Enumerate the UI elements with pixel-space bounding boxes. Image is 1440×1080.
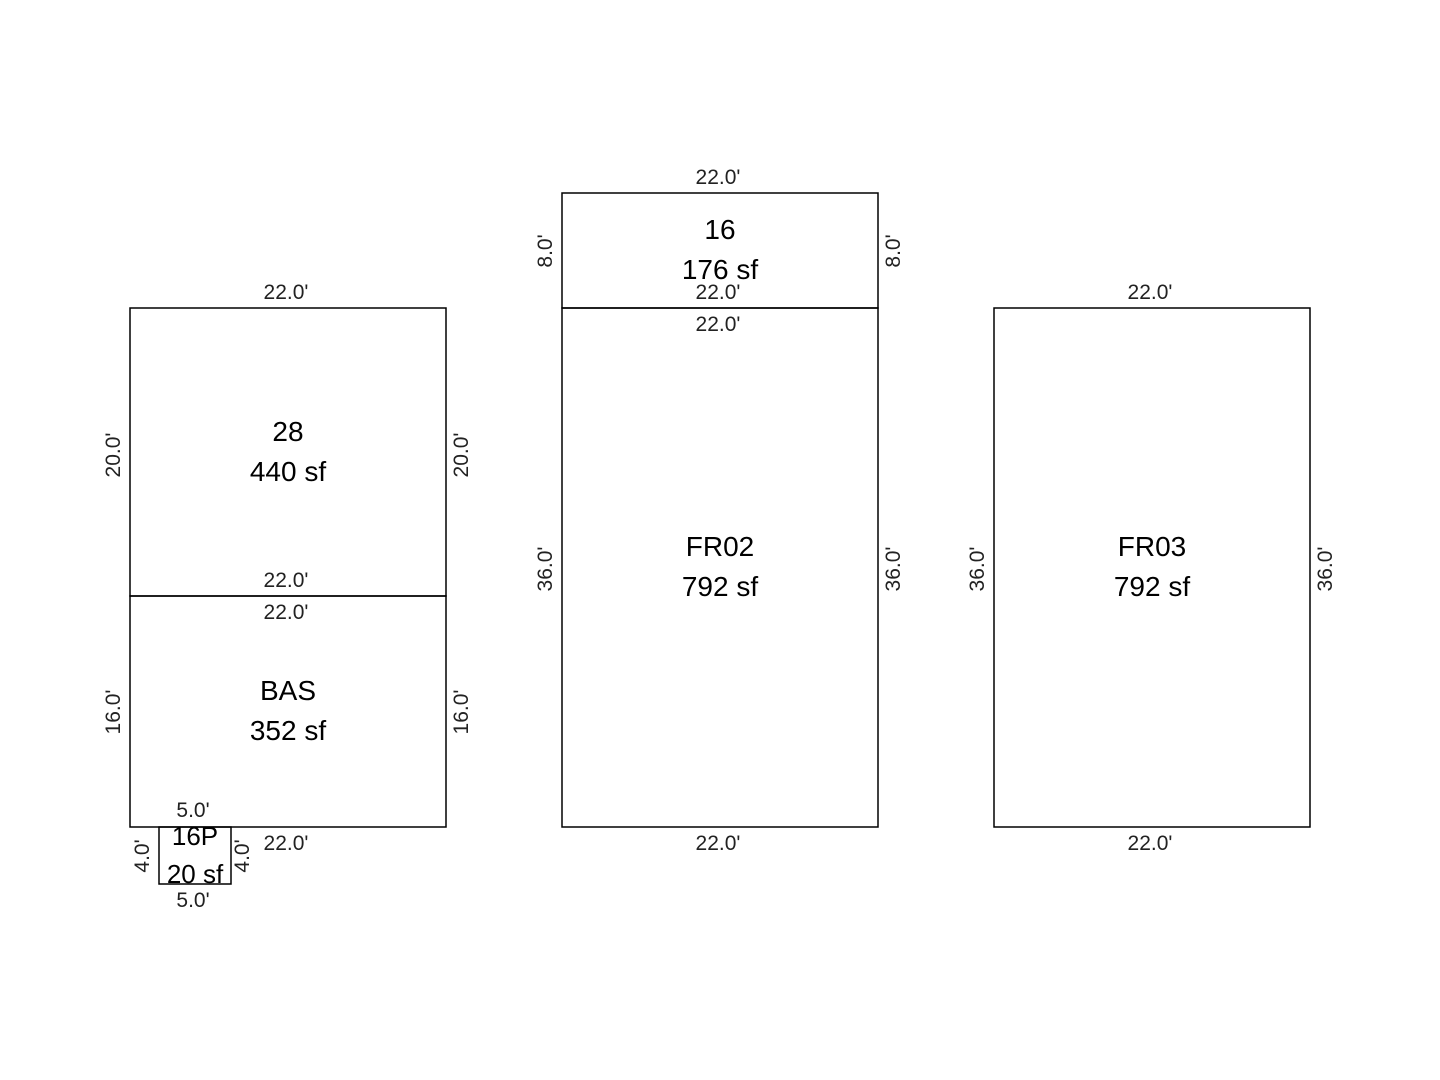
section-fr02-right-dimension: 36.0' xyxy=(882,547,905,592)
section-bas-left-dimension: 16.0' xyxy=(102,690,125,735)
section-28-bottom-dimension: 22.0' xyxy=(264,569,309,592)
section-16-area: 176 sf xyxy=(682,254,758,285)
section-bas-area: 352 sf xyxy=(250,715,326,746)
section-bas-right-dimension: 16.0' xyxy=(450,690,473,735)
section-28-right-dimension: 20.0' xyxy=(450,433,473,478)
section-fr02: FR02 792 sf 22.0' 22.0' 36.0' 36.0' xyxy=(534,307,905,855)
section-28: 28 440 sf 22.0' 22.0' 20.0' 20.0' xyxy=(102,281,473,597)
section-16p-area: 20 sf xyxy=(167,859,224,889)
section-16-top-dimension: 22.0' xyxy=(696,166,741,189)
section-fr03-top-dimension: 22.0' xyxy=(1128,281,1173,304)
section-28-left-dimension: 20.0' xyxy=(102,433,125,478)
section-16: 16 176 sf 22.0' 22.0' 8.0' 8.0' xyxy=(534,166,905,309)
section-fr03-left-dimension: 36.0' xyxy=(966,547,989,592)
section-16p-outline xyxy=(158,826,232,885)
section-16p-right-dimension: 4.0' xyxy=(231,839,254,872)
section-16p-top-dimension: 5.0' xyxy=(176,799,209,822)
section-bas: BAS 352 sf 22.0' 22.0' 16.0' 16.0' xyxy=(102,595,473,855)
section-fr02-area: 792 sf xyxy=(682,571,758,602)
section-16p: 16P 20 sf 5.0' 5.0' 4.0' 4.0' xyxy=(131,799,254,912)
section-16-left-dimension: 8.0' xyxy=(534,234,557,267)
section-bas-bottom-dimension: 22.0' xyxy=(264,832,309,855)
section-bas-code: BAS xyxy=(260,675,316,706)
section-28-code: 28 xyxy=(272,416,303,447)
section-28-top-dimension: 22.0' xyxy=(264,281,309,304)
section-16p-bottom-dimension: 5.0' xyxy=(176,889,209,912)
section-fr03-bottom-dimension: 22.0' xyxy=(1128,832,1173,855)
section-fr02-outline xyxy=(561,307,879,828)
section-16-right-dimension: 8.0' xyxy=(882,234,905,267)
section-16p-code: 16P xyxy=(172,821,218,851)
section-fr03-right-dimension: 36.0' xyxy=(1314,547,1337,592)
section-fr02-bottom-dimension: 22.0' xyxy=(696,832,741,855)
section-fr02-left-dimension: 36.0' xyxy=(534,547,557,592)
section-28-outline xyxy=(129,307,447,597)
section-bas-outline xyxy=(129,595,447,828)
section-16p-left-dimension: 4.0' xyxy=(131,839,154,872)
section-28-area: 440 sf xyxy=(250,456,326,487)
section-fr03-outline xyxy=(993,307,1311,828)
section-16-code: 16 xyxy=(704,214,735,245)
section-fr02-top-dimension: 22.0' xyxy=(696,313,741,336)
section-fr03: FR03 792 sf 22.0' 22.0' 36.0' 36.0' xyxy=(966,281,1337,855)
section-bas-top-dimension: 22.0' xyxy=(264,601,309,624)
section-fr03-area: 792 sf xyxy=(1114,571,1190,602)
section-fr03-code: FR03 xyxy=(1118,531,1186,562)
section-fr02-code: FR02 xyxy=(686,531,754,562)
section-16-bottom-dimension: 22.0' xyxy=(696,281,741,304)
